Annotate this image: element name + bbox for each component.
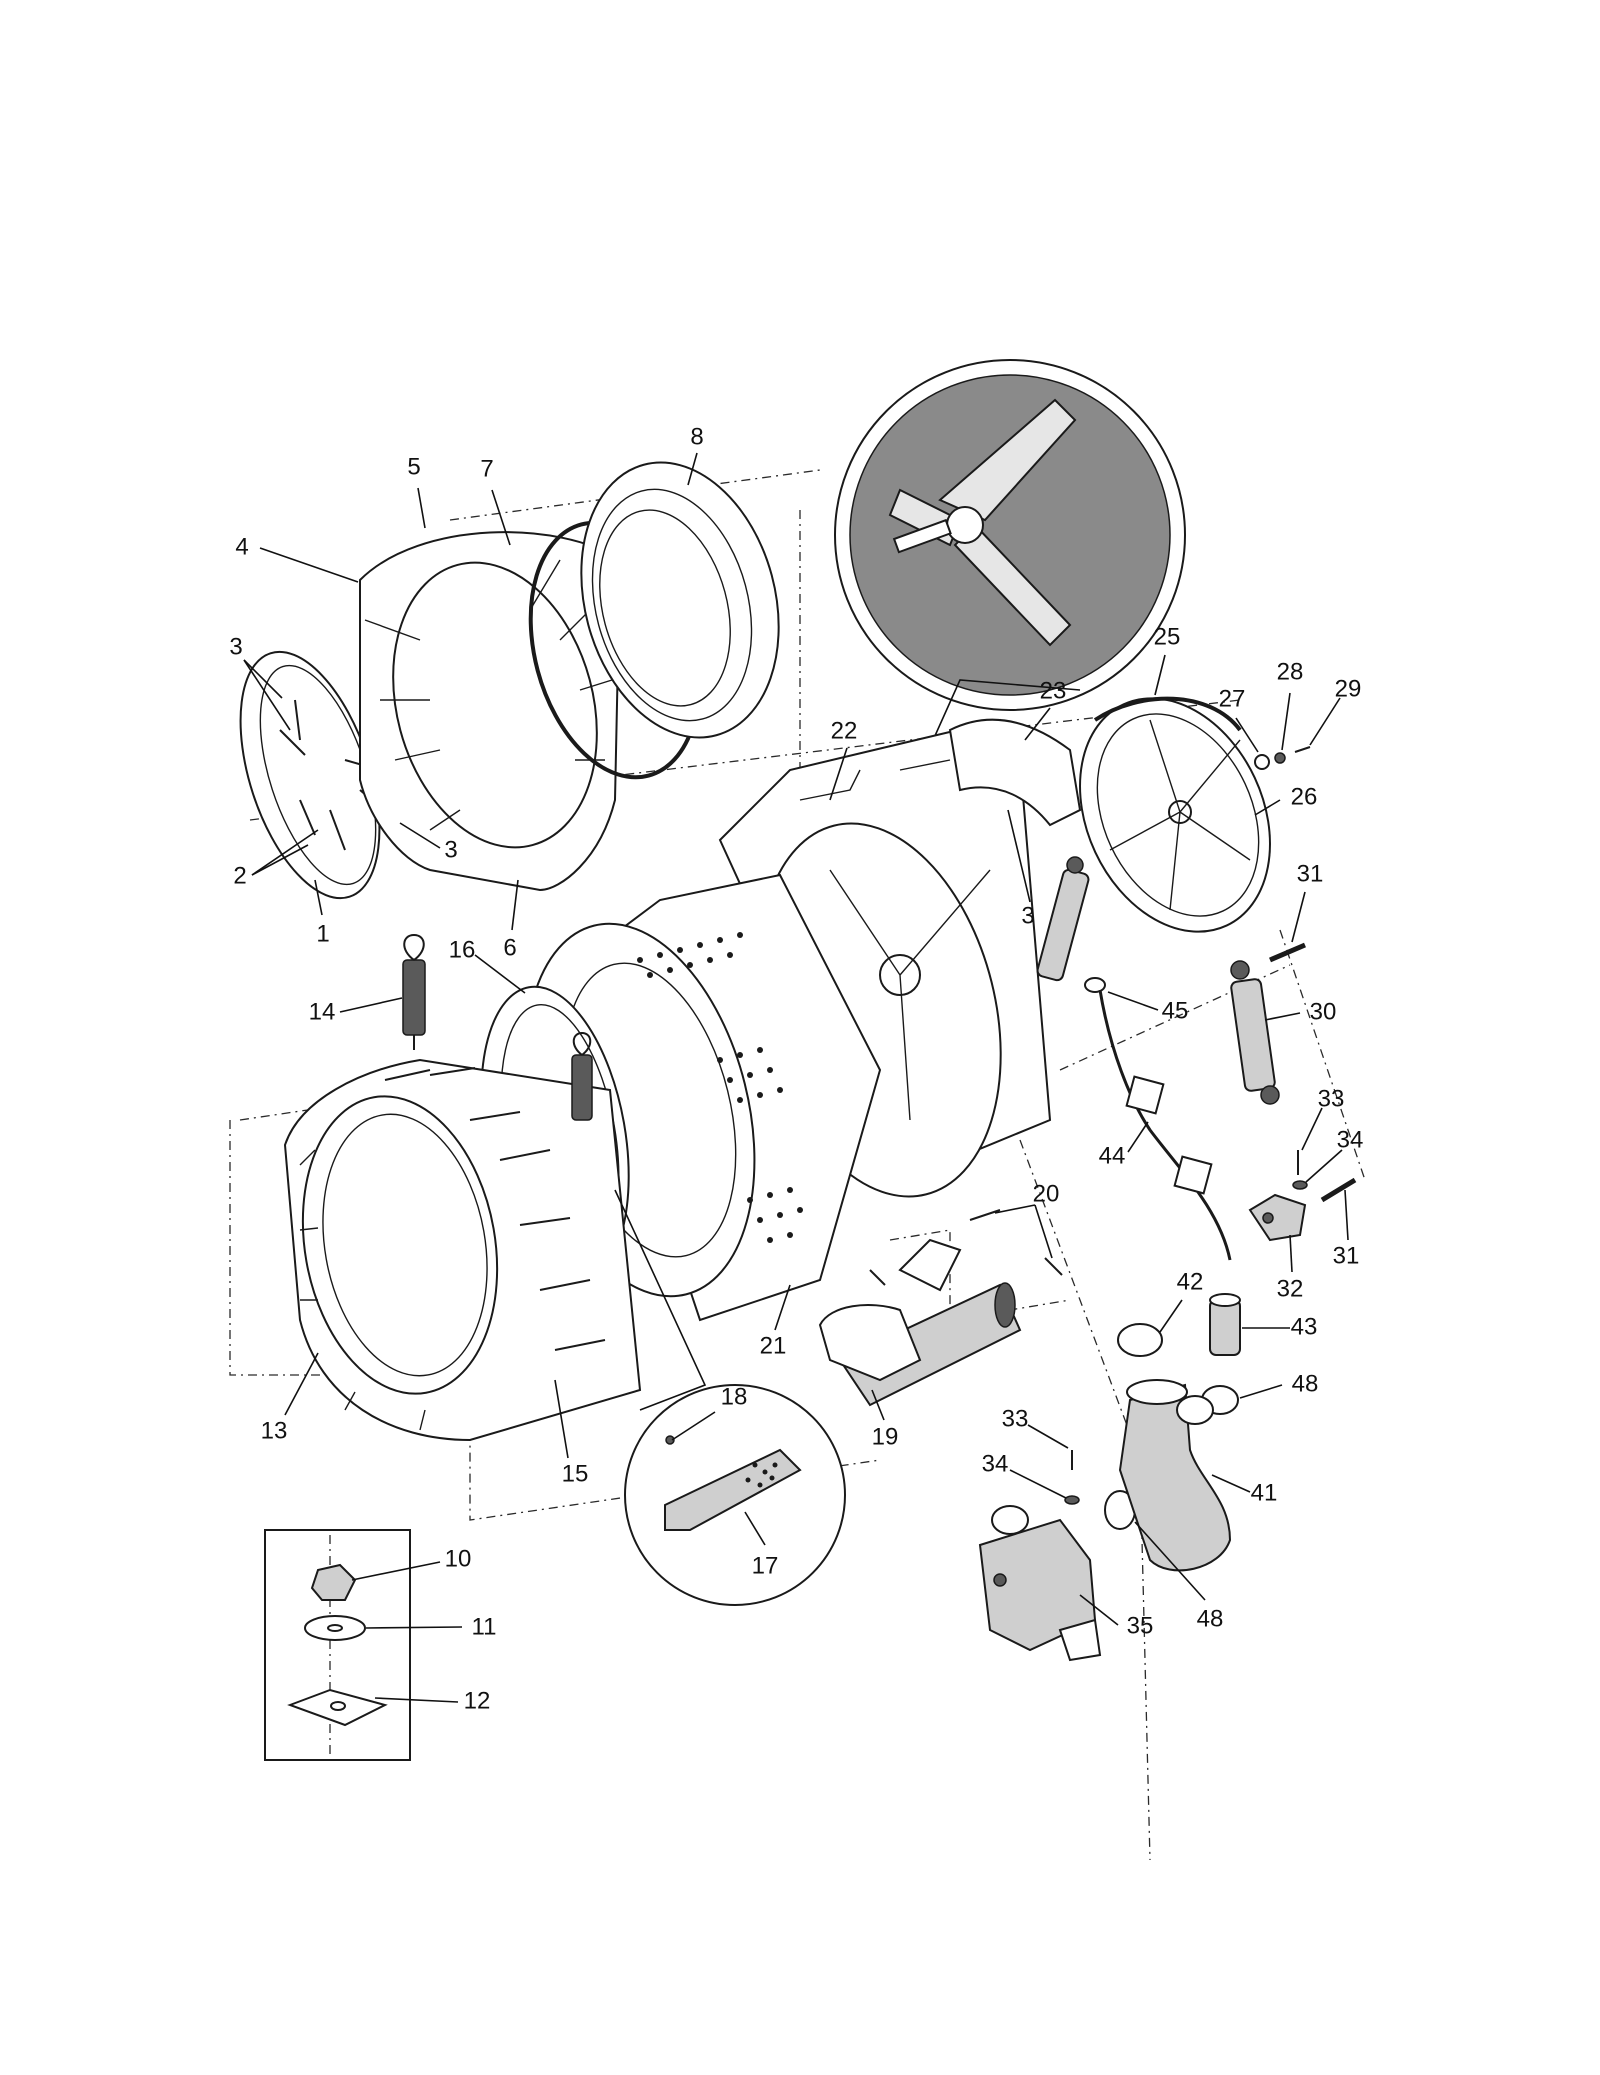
front-tub-part-13 xyxy=(283,1058,642,1442)
inset-baffle-detail xyxy=(614,1189,846,1606)
screws-part-20 xyxy=(869,1209,1063,1286)
part-43 xyxy=(1209,1293,1241,1356)
callout-15: 15 xyxy=(562,1460,589,1487)
callout-42: 42 xyxy=(1177,1268,1204,1295)
callout-18: 18 xyxy=(721,1383,748,1410)
pulley-part-26 xyxy=(1079,697,1271,933)
callout-45: 45 xyxy=(1162,997,1189,1024)
callout-7: 7 xyxy=(480,455,493,482)
callout-10: 10 xyxy=(445,1545,472,1572)
hose-part-44 xyxy=(1084,977,1232,1261)
inset-hardware-box xyxy=(264,1529,411,1761)
callout-1: 1 xyxy=(316,920,329,947)
shock-absorber-part-30 xyxy=(1230,960,1280,1105)
spring-part-14 xyxy=(402,933,426,1050)
front-ring-part-1 xyxy=(239,650,396,900)
callout-14: 14 xyxy=(309,998,336,1025)
callout-35: 35 xyxy=(1127,1612,1154,1639)
callout-33-bottom: 33 xyxy=(1002,1405,1029,1432)
callout-30: 30 xyxy=(1310,998,1337,1025)
callout-22: 22 xyxy=(831,717,858,744)
callout-11: 11 xyxy=(472,1613,497,1640)
rear-weight-part-23 xyxy=(948,718,1082,827)
callout-6: 6 xyxy=(503,934,516,961)
hardware-27-28-29 xyxy=(1254,746,1311,770)
callout-4: 4 xyxy=(235,533,248,560)
callout-32: 32 xyxy=(1277,1275,1304,1302)
hardware-33-34 xyxy=(1064,1150,1308,1505)
callout-5: 5 xyxy=(407,453,420,480)
callout-31-bottom: 31 xyxy=(1333,1242,1360,1269)
callout-12: 12 xyxy=(464,1687,491,1714)
inset-spider-detail xyxy=(829,359,1186,971)
drain-elbow-part-41 xyxy=(1118,1379,1232,1572)
callouts: 1 2 3 3 3 4 5 6 7 8 10 11 xyxy=(229,423,1363,1714)
callout-16: 16 xyxy=(449,936,476,963)
callout-8: 8 xyxy=(690,423,703,450)
callout-48-right: 48 xyxy=(1292,1370,1319,1397)
callout-23: 23 xyxy=(1040,677,1067,704)
callout-44: 44 xyxy=(1099,1142,1126,1169)
callout-27: 27 xyxy=(1219,685,1246,712)
callout-13: 13 xyxy=(261,1417,288,1444)
callout-3-top: 3 xyxy=(229,633,242,660)
callout-3-mid: 3 xyxy=(444,836,457,863)
tub-front-part-8 xyxy=(580,461,780,739)
spring-inner xyxy=(571,1031,593,1121)
clamp-part-42 xyxy=(1117,1323,1163,1357)
callout-33-top: 33 xyxy=(1318,1085,1345,1112)
callout-43: 43 xyxy=(1291,1313,1318,1340)
callout-31-top: 31 xyxy=(1297,860,1324,887)
bracket-part-32 xyxy=(1248,1193,1307,1242)
belt-part-25 xyxy=(1093,696,1242,732)
callout-20: 20 xyxy=(1033,1180,1060,1207)
pins-part-31 xyxy=(1269,942,1357,1203)
tub-bolts-part-15 xyxy=(384,1067,606,1351)
callout-17: 17 xyxy=(752,1552,779,1579)
drain-pump-part-35 xyxy=(978,1505,1102,1662)
shock-absorber-left xyxy=(1036,856,1090,982)
callout-34-bottom: 34 xyxy=(982,1450,1009,1477)
callout-3-right: 3 xyxy=(1021,902,1034,929)
callout-29: 29 xyxy=(1335,675,1362,702)
callout-48-bottom: 48 xyxy=(1197,1605,1224,1632)
drum-perforations xyxy=(637,932,803,1243)
callout-28: 28 xyxy=(1277,658,1304,685)
callout-26: 26 xyxy=(1291,783,1318,810)
callout-41: 41 xyxy=(1251,1479,1278,1506)
callout-21: 21 xyxy=(760,1332,787,1359)
motor-part-19 xyxy=(818,1238,1022,1407)
callout-19: 19 xyxy=(872,1423,899,1450)
front-counterweight-parts-4-5-6 xyxy=(359,531,622,892)
callout-25: 25 xyxy=(1154,623,1181,650)
callout-34-top: 34 xyxy=(1337,1126,1364,1153)
callout-2: 2 xyxy=(233,862,246,889)
